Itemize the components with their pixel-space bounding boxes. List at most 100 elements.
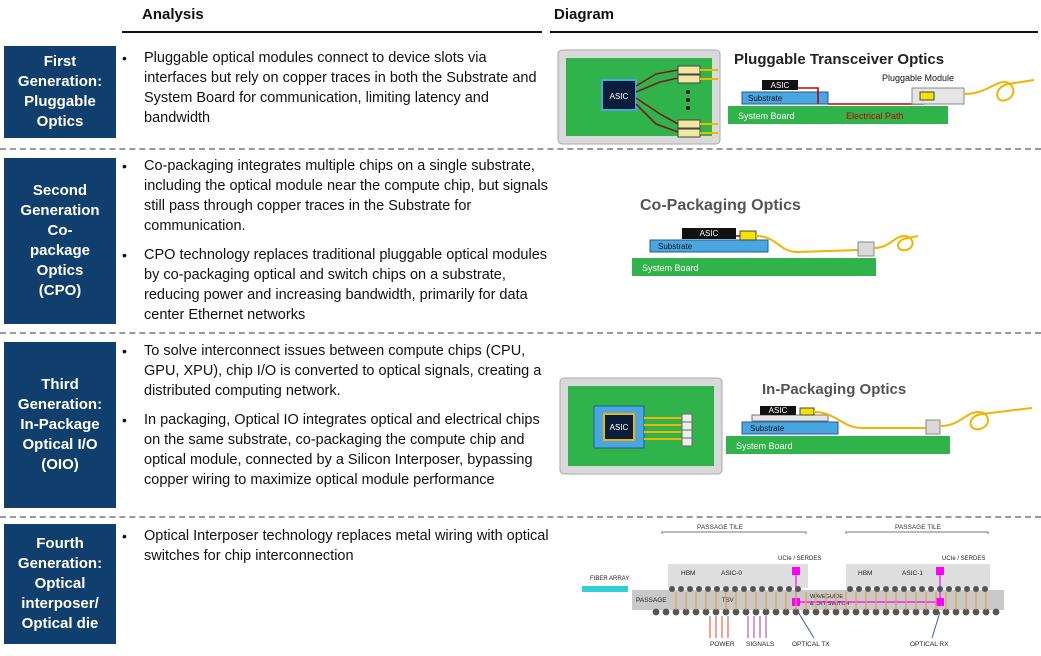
tsv-label: TSV	[722, 598, 734, 604]
substrate	[741, 91, 829, 105]
diagram-optical-interposer: PASSAGE TILE PASSAGE TILE HBM ASIC-0 HBM…	[582, 524, 1004, 648]
bump	[652, 608, 660, 616]
gen-line: Pluggable	[24, 93, 96, 110]
signals-label: SIGNALS	[746, 641, 775, 648]
analysis-header-rule	[122, 31, 542, 33]
optical-engine	[739, 230, 757, 241]
gen-line: Fourth	[36, 535, 84, 552]
bump	[712, 608, 720, 616]
bump	[777, 586, 783, 592]
substrate	[649, 239, 769, 253]
optical-pointers	[797, 611, 941, 639]
asic0-label: ASIC-0	[721, 570, 742, 577]
bump	[732, 586, 738, 592]
diagram-title: Pluggable Transceiver Optics	[734, 51, 944, 68]
row-separator-3	[0, 516, 1041, 518]
power-arrows	[709, 616, 729, 638]
bump	[741, 586, 747, 592]
pluggable-module-label: Pluggable Module	[882, 73, 954, 83]
connector	[857, 241, 875, 257]
gen-line: Generation	[20, 202, 100, 219]
asic-chip-side	[760, 406, 796, 415]
analysis-fourth: Optical Interposer technology replaces m…	[122, 526, 550, 575]
waveguide-label: WAVEGUIDE	[810, 594, 843, 600]
bump	[942, 608, 950, 616]
micro-bumps-top	[669, 586, 988, 592]
bump	[892, 608, 900, 616]
tile-body	[846, 564, 990, 588]
fiber-loop	[963, 79, 1035, 102]
generation-label-fourth: Fourth Generation: Optical interposer/ O…	[4, 524, 116, 644]
ckt-switch-label: & CKT SWITCH	[810, 601, 849, 607]
bump	[872, 608, 880, 616]
optical-tx-label: OPTICAL TX	[792, 641, 830, 648]
bump	[937, 586, 943, 592]
system-board-label: System Board	[642, 263, 699, 273]
diagram-title: In-Packaging Optics	[762, 381, 906, 398]
bump	[705, 586, 711, 592]
bump	[892, 586, 898, 592]
signal-arrows	[747, 616, 767, 638]
bump	[901, 586, 907, 592]
gen-line: Third	[41, 376, 79, 393]
bump	[786, 586, 792, 592]
bump	[795, 586, 801, 592]
asic-chip-side	[682, 228, 736, 239]
asic-chip	[601, 79, 637, 111]
bump	[682, 608, 690, 616]
substrate-label: Substrate	[750, 424, 785, 433]
system-board	[632, 258, 876, 276]
bump	[874, 586, 880, 592]
optical-rx-label: OPTICAL RX	[910, 641, 949, 648]
bump	[696, 586, 702, 592]
hbm-label: HBM	[681, 570, 695, 577]
passage-tile-label: PASSAGE TILE	[895, 524, 942, 531]
fiber-line	[813, 411, 926, 429]
gen-line: package	[29, 242, 91, 259]
asic-side-label: ASIC	[769, 406, 788, 415]
diagram-co-packaging-optics: Co-Packaging Optics System Board Substra…	[632, 197, 918, 276]
generation-label-second: Second Generation Co- package Optics (CP…	[4, 158, 116, 324]
bump	[883, 586, 889, 592]
bump	[792, 608, 800, 616]
analysis-bullet: Optical Interposer technology replaces m…	[122, 526, 550, 566]
fiber-loop	[939, 407, 1033, 431]
bump	[852, 608, 860, 616]
bump	[687, 586, 693, 592]
bump	[714, 586, 720, 592]
optical-io-lines	[644, 417, 682, 440]
bump	[955, 586, 961, 592]
electrical-path	[798, 87, 924, 105]
serdes-block	[792, 567, 800, 575]
optical-rx-block	[936, 598, 944, 606]
bump	[782, 608, 790, 616]
gen-line: Generation:	[17, 555, 103, 572]
system-board-label: System Board	[736, 441, 793, 451]
gen-line: Co-	[47, 222, 73, 239]
bump	[722, 608, 730, 616]
gen-line: (OIO)	[41, 456, 79, 473]
analysis-bullet: CPO technology replaces traditional plug…	[122, 245, 550, 325]
substrate-label: Substrate	[658, 242, 693, 251]
gen-line: (CPO)	[38, 282, 82, 299]
pluggable-slot	[677, 119, 701, 129]
asic-label: ASIC	[610, 423, 629, 432]
passage-tile-label: PASSAGE TILE	[697, 524, 744, 531]
substrate-label: Substrate	[748, 94, 783, 103]
fiber-array	[582, 586, 628, 592]
bump	[973, 586, 979, 592]
solder-bumps-bottom	[652, 608, 1000, 616]
diagram-pluggable-optics: ASIC Pluggable Transceiver Optics System…	[557, 49, 1035, 145]
gen-line: Generation:	[17, 73, 103, 90]
bump	[862, 608, 870, 616]
bump	[919, 586, 925, 592]
bump	[732, 608, 740, 616]
bump	[772, 608, 780, 616]
bump	[865, 586, 871, 592]
power-label: POWER	[710, 641, 735, 648]
bump	[742, 608, 750, 616]
connector	[925, 419, 941, 435]
silicon-interposer	[751, 414, 829, 422]
fiber-array-label: FIBER ARRAY	[590, 576, 629, 582]
copper-traces	[635, 69, 679, 133]
